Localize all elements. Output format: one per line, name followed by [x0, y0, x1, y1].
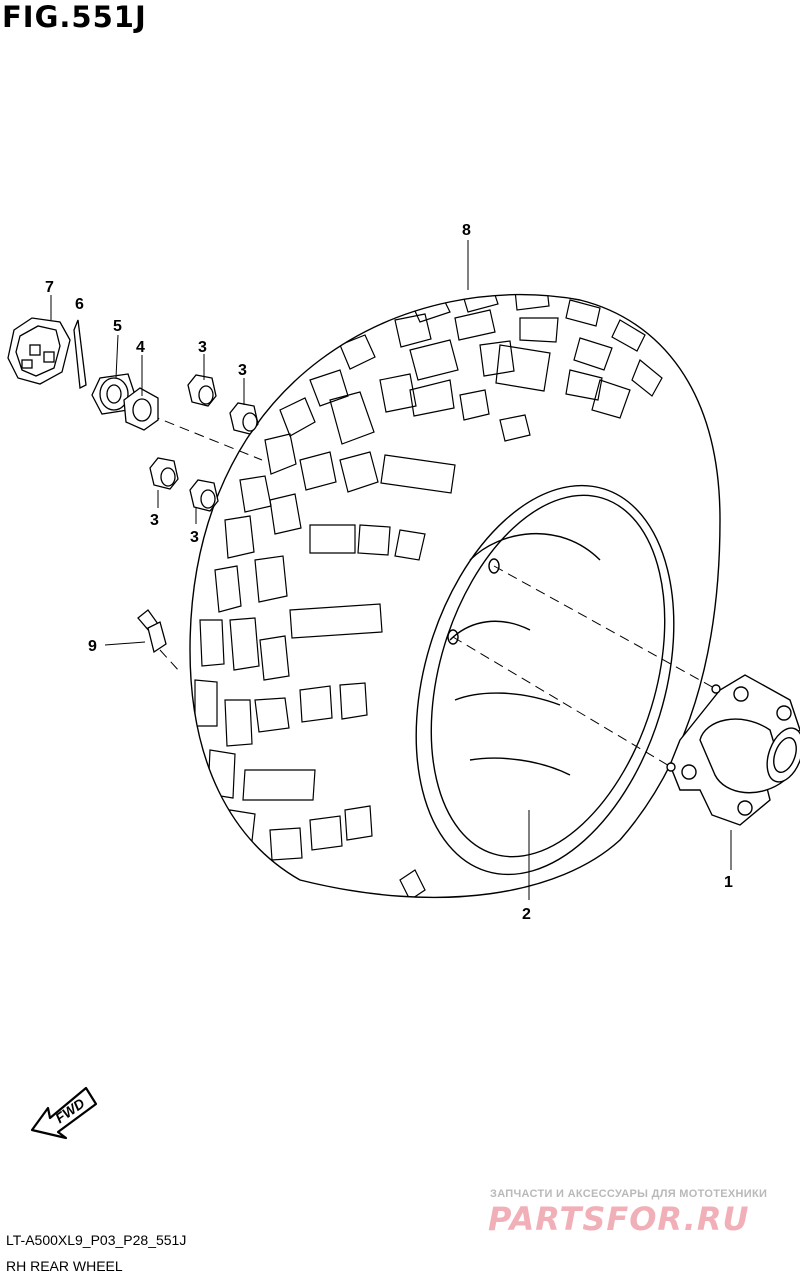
callout-4: 4	[136, 339, 145, 356]
wheel-nut[interactable]	[149, 457, 179, 490]
callout-5: 5	[113, 318, 122, 335]
callout-2: 2	[522, 906, 531, 923]
tire[interactable]	[189, 286, 721, 906]
leader-lines	[50, 240, 732, 900]
figure-caption: RH REAR WHEEL	[6, 1258, 123, 1274]
wheel-hub[interactable]	[666, 674, 800, 826]
cotter-pin[interactable]	[73, 319, 87, 390]
alignment-lines	[149, 414, 717, 768]
callout-3: 3	[238, 362, 247, 379]
callout-3: 3	[190, 529, 199, 546]
callout-9: 9	[88, 638, 97, 655]
hub-cap[interactable]	[7, 317, 71, 385]
callout-8: 8	[462, 222, 471, 239]
callout-6: 6	[75, 296, 84, 313]
watermark-brand: PARTSFOR.RU	[488, 1200, 750, 1238]
figure-code: LT-A500XL9_P03_P28_551J	[6, 1232, 187, 1248]
castle-nut[interactable]	[91, 373, 135, 415]
callout-3: 3	[150, 512, 159, 529]
figure-title: FIG.551J	[2, 0, 147, 34]
callout-1: 1	[724, 874, 733, 891]
watermark-tagline: ЗАПЧАСТИ И АКСЕССУАРЫ ДЛЯ МОТОТЕХНИКИ	[490, 1188, 768, 1200]
wheel-nut[interactable]	[187, 374, 217, 407]
callout-7: 7	[45, 279, 54, 296]
callout-3: 3	[198, 339, 207, 356]
tread-pattern	[194, 294, 663, 898]
wheel-nut[interactable]	[189, 479, 219, 512]
wheel-nut[interactable]	[229, 402, 259, 435]
tire-valve[interactable]	[137, 609, 167, 654]
washer[interactable]	[123, 387, 159, 431]
forward-arrow-icon: FWD	[30, 1086, 98, 1140]
